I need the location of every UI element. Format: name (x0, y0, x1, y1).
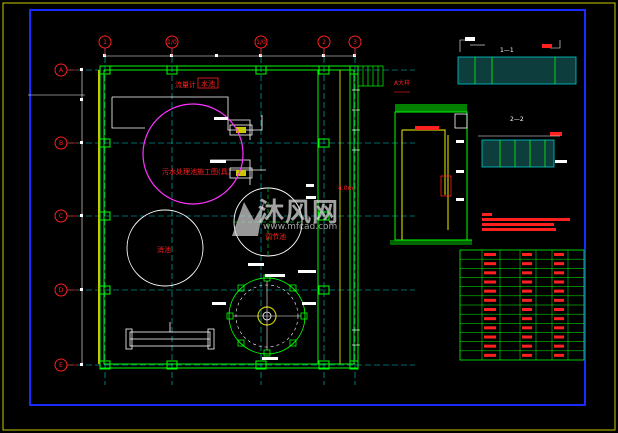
legend-cell-text (554, 271, 564, 275)
label-pool-box: 水池 (201, 79, 215, 88)
plan-view: 流量计 水池 污水处理池施工图(具) 消池 调节池 (28, 48, 415, 385)
label-elevation: 4.0m (338, 185, 354, 192)
axis-bubbles: 1 1/0 1/0 2 3 A B C D E (54, 35, 362, 372)
label-section-a: A大样 (394, 79, 410, 87)
legend-cell-text (484, 253, 496, 256)
legend-cell-text (554, 280, 564, 284)
label-section-2-2: 2—2 (510, 116, 524, 123)
watermark-brand: 沐风网 (258, 198, 340, 228)
clarifier (226, 274, 308, 357)
legend-cell-text (484, 335, 496, 339)
legend-cell-text (522, 335, 532, 339)
legend-cell-text (522, 253, 532, 256)
legend-cell-text (484, 308, 496, 311)
axis-row-c: C (59, 213, 63, 220)
legend-cell-text (554, 308, 564, 311)
legend-cell-text (522, 308, 532, 311)
tank-left-circle (126, 209, 204, 287)
axis-row-e: E (59, 362, 63, 369)
inner-frame (29, 9, 586, 406)
axis-col-3: 1/0 (256, 39, 266, 46)
watermark-logo-icon (232, 202, 264, 236)
legend-cell-text (522, 289, 532, 293)
legend-cell-text (522, 353, 532, 357)
legend-cell-text (484, 298, 496, 302)
label-flowmeter: 流量计 (175, 80, 196, 89)
legend-cell-text (522, 326, 532, 330)
axis-row-d: D (59, 287, 64, 294)
legend-cell-text (522, 271, 532, 275)
legend-cell-text (484, 262, 496, 266)
section-view: A大样 4.0m (338, 79, 472, 245)
legend-cell-text (554, 289, 564, 293)
legend-cell-text (484, 289, 496, 293)
legend-cell-text (522, 262, 532, 266)
axis-col-4: 2 (322, 39, 326, 46)
legend-cell-text (522, 317, 532, 321)
axis-row-b: B (59, 140, 63, 147)
legend-cell-text (484, 353, 496, 357)
legend-cell-text (484, 280, 496, 284)
label-right-tank: 调节池 (265, 232, 286, 241)
legend-cell-text (554, 335, 564, 339)
axis-col-1: 1 (103, 39, 107, 46)
legend-cell-text (554, 262, 564, 266)
label-section-1-1: 1—1 (500, 47, 514, 54)
legend-cell-text (484, 317, 496, 321)
axis-col-2: 1/0 (167, 39, 177, 46)
legend-cell-text (554, 253, 564, 256)
detail-1-1: 1—1 (457, 37, 577, 85)
label-treatment-tank: 污水处理池施工图(具) (162, 167, 231, 176)
label-left-tank: 消池 (157, 245, 171, 254)
notes-block (482, 213, 570, 231)
legend-cell-text (554, 298, 564, 302)
legend-cell-text (522, 280, 532, 284)
legend-cell-text (484, 271, 496, 275)
legend-cell-text (484, 326, 496, 330)
legend-cell-text (554, 317, 564, 321)
axis-row-a: A (59, 67, 64, 74)
axis-col-5: 3 (353, 39, 357, 46)
legend-cell-text (554, 353, 564, 357)
legend-cell-text (522, 298, 532, 302)
detail-2-2: 2—2 (478, 116, 567, 168)
legend-table (459, 249, 585, 361)
legend-cell-text (484, 344, 496, 348)
legend-cell-text (554, 326, 564, 330)
legend-cell-text (522, 344, 532, 348)
treatment-tank-circle (142, 103, 244, 205)
watermark-url: www.mfcad.com (263, 222, 338, 232)
legend-cell-text (554, 344, 564, 348)
